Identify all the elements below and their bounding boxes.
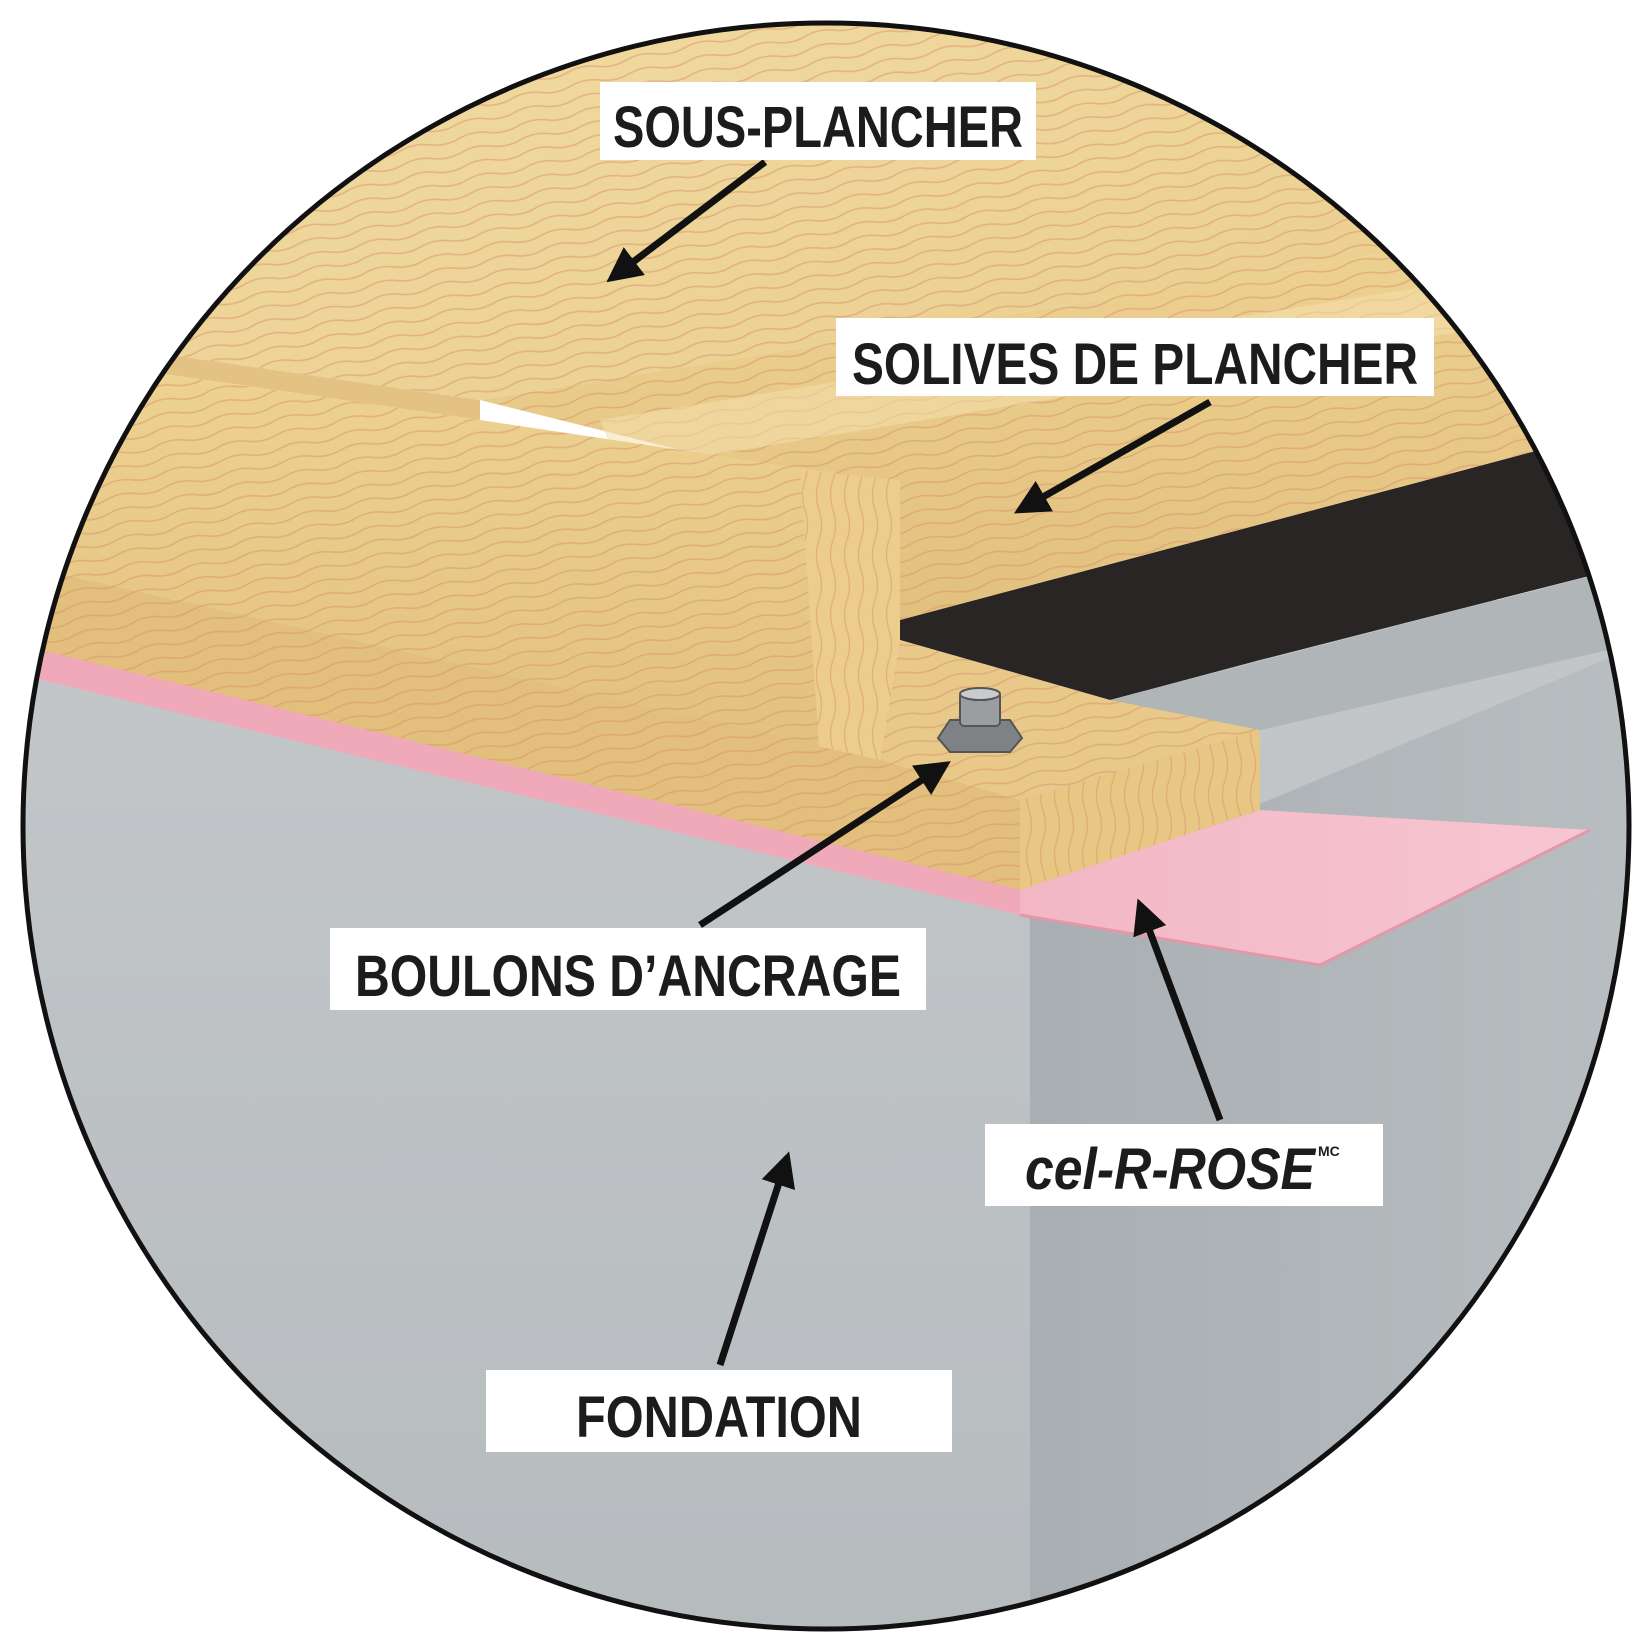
label-sill-gasket: cel-R-ROSE MC	[985, 1124, 1383, 1206]
label-subfloor-text: SOUS-PLANCHER	[613, 95, 1023, 160]
arrow-floor-joists	[1013, 398, 1212, 514]
arrow-subfloor	[606, 159, 768, 283]
label-foundation: FONDATION	[486, 1370, 952, 1452]
foam-gasket-strip	[23, 640, 1020, 915]
arrow-sill-gasket	[1133, 898, 1224, 1122]
label-anchor-bolts: BOULONS D’ANCRAGE	[330, 928, 926, 1010]
label-sill-gasket-text: cel-R-ROSE	[1025, 1137, 1317, 1202]
label-floor-joists-text: SOLIVES DE PLANCHER	[852, 332, 1418, 397]
crawlspace-void	[900, 420, 1629, 700]
anchor-bolt	[936, 687, 1024, 753]
back-sill-plate	[1110, 560, 1629, 760]
label-subfloor: SOUS-PLANCHER	[600, 82, 1036, 160]
label-floor-joists: SOLIVES DE PLANCHER	[836, 318, 1434, 397]
label-anchor-bolts-text: BOULONS D’ANCRAGE	[355, 944, 901, 1009]
arrow-foundation	[716, 1151, 796, 1367]
detail-circle-border	[20, 20, 1632, 1632]
arrow-anchor-bolts	[698, 761, 951, 928]
label-foundation-text: FONDATION	[576, 1385, 862, 1450]
label-sill-gasket-mark: MC	[1318, 1143, 1340, 1159]
